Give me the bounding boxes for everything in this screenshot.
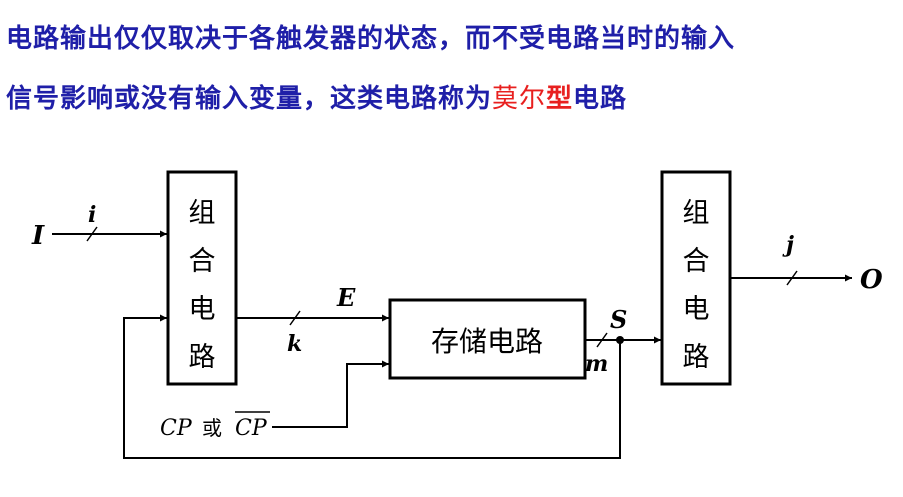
feedback-arrow — [123, 314, 621, 459]
combinational-block-right — [660, 170, 732, 386]
heading-highlight-moore: 莫尔 — [492, 84, 547, 114]
combinational-block-left — [166, 170, 238, 386]
combinational-left-char-1: 组 — [189, 198, 216, 229]
excitation-bus-tick — [289, 310, 301, 326]
combinational-right-char-1: 组 — [683, 198, 710, 229]
combinational-right-char-2: 合 — [683, 246, 710, 277]
input-bus-tick — [86, 226, 98, 242]
state-label: S — [610, 305, 627, 334]
heading-line-2-suffix: 电路 — [573, 84, 628, 114]
output-label: O — [860, 265, 883, 295]
clock-or-label: 或 — [202, 416, 222, 440]
combinational-left-char-4: 路 — [189, 342, 216, 373]
output-bus-tick — [786, 270, 798, 286]
heading-line-1: 电路输出仅仅取决于各触发器的状态，而不受电路当时的输入 — [6, 24, 736, 54]
heading-highlight-type: 型 — [546, 84, 574, 114]
memory-block-label: 存储电路 — [431, 325, 543, 358]
heading-line-2: 信号影响或没有输入变量，这类电路称为莫尔型电路 — [6, 78, 627, 115]
input-label: I — [31, 221, 45, 251]
heading-line-2-prefix: 信号影响或没有输入变量，这类电路称为 — [6, 84, 493, 114]
combinational-left-char-3: 电 — [189, 294, 216, 325]
clock-arrow — [272, 360, 389, 428]
excitation-label: E — [336, 283, 356, 312]
combinational-left-char-2: 合 — [189, 246, 216, 277]
clock-bar-label: CP — [235, 416, 268, 441]
combinational-right-char-3: 电 — [683, 294, 710, 325]
input-bus-label: i — [88, 202, 96, 228]
excitation-bus-label: k — [287, 331, 302, 357]
output-bus-label: j — [782, 232, 794, 258]
combinational-right-char-4: 路 — [683, 342, 710, 373]
clock-label: CP — [160, 416, 193, 441]
state-bus-tick — [596, 332, 608, 348]
state-bus-label: m — [585, 351, 608, 377]
